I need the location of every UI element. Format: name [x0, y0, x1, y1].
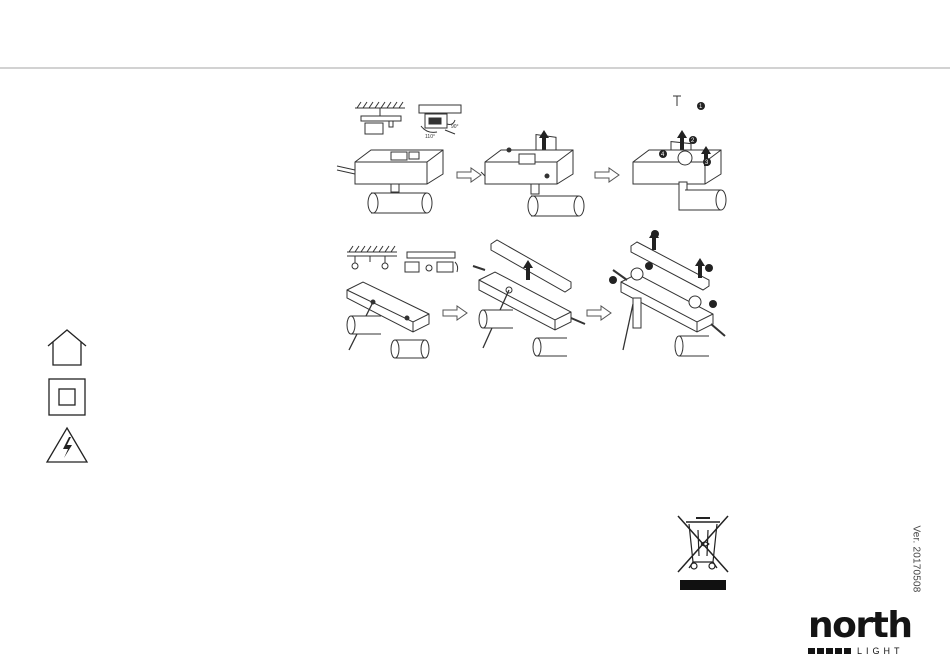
row2-step1-fixture — [347, 282, 429, 358]
northlight-logo: north LIGHT — [808, 612, 906, 660]
step-arrow-4 — [587, 306, 611, 320]
ceiling-hatch-1 — [355, 102, 405, 134]
angle-label-110: 110° — [425, 134, 435, 140]
installation-diagram: 110° 90° — [333, 92, 753, 382]
logo-subline: LIGHT — [808, 645, 906, 657]
ceiling-hatch-2 — [347, 246, 397, 269]
logo-bar — [808, 648, 852, 654]
class-ii-insulation-icon — [45, 377, 89, 417]
step-arrow-1 — [457, 168, 481, 182]
angle-label-90: 90° — [451, 124, 459, 130]
row1-step3-fixture — [633, 96, 726, 210]
row2-step2-fixture — [473, 240, 585, 356]
version-label: Ver. 20170508 — [905, 524, 927, 594]
version-text: Ver. 20170508 — [911, 525, 922, 592]
rotation-inset-2 — [405, 252, 458, 272]
rotation-inset-1: 110° 90° — [419, 105, 461, 140]
logo-light-text: LIGHT — [857, 645, 904, 657]
header-rule — [0, 67, 950, 69]
step-arrow-2 — [595, 168, 619, 182]
row2-step3-fixture — [613, 230, 725, 356]
row1-step1-fixture — [337, 150, 443, 213]
row1-step2-fixture — [481, 130, 584, 216]
indoor-use-icon — [45, 328, 89, 368]
electric-hazard-icon — [45, 426, 89, 464]
step-arrow-3 — [443, 306, 467, 320]
logo-wordmark: north — [808, 606, 911, 646]
weee-bin-icon — [676, 514, 730, 592]
